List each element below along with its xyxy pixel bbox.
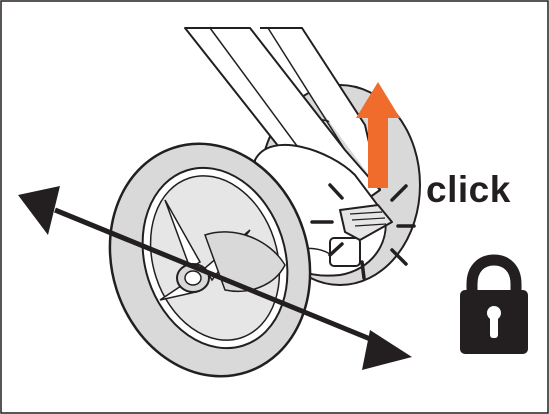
lock-icon [460,260,528,354]
click-label: click [426,169,511,211]
